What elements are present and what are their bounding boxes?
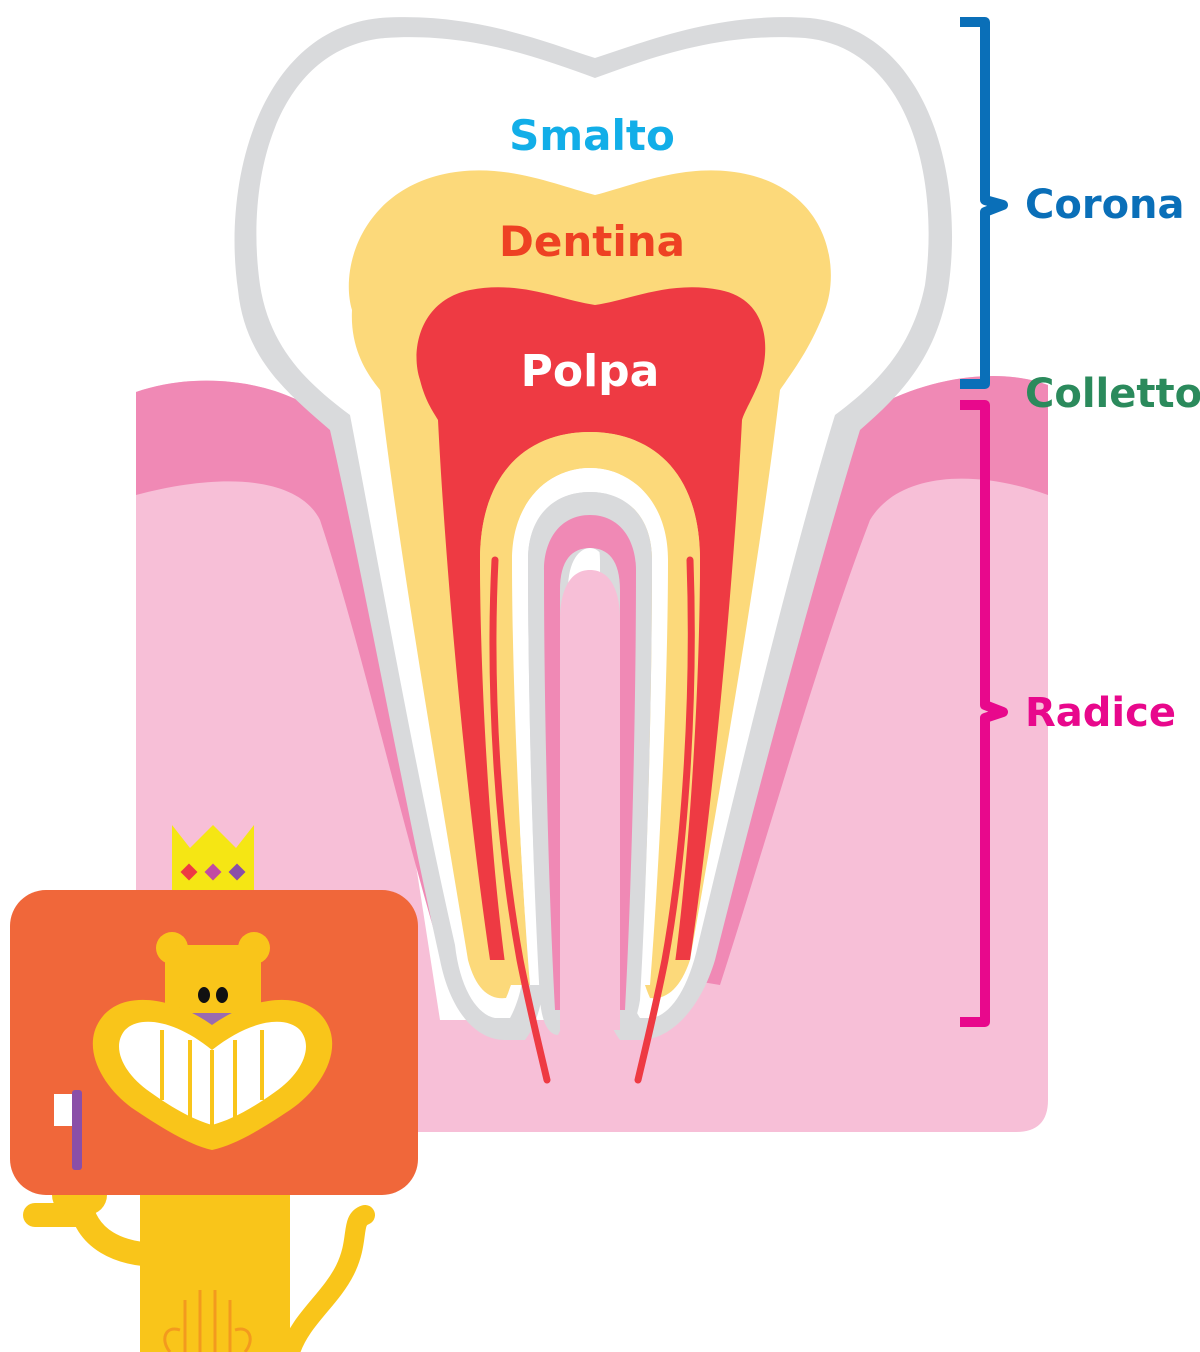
enamel-label: Smalto [509, 111, 675, 160]
crown-bracket [960, 22, 1003, 384]
mascot-tail [290, 1215, 365, 1352]
root-label: Radice [1025, 690, 1176, 736]
mascot-eye-left [198, 987, 210, 1003]
crown-label: Corona [1025, 182, 1185, 228]
dentin-label: Dentina [499, 217, 685, 266]
inner-root-center [560, 570, 620, 1030]
mascot-eye-right [216, 987, 228, 1003]
neck-label: Colletto [1025, 371, 1200, 417]
lion-mascot-icon [10, 825, 418, 1352]
pulp-label: Polpa [521, 346, 660, 397]
